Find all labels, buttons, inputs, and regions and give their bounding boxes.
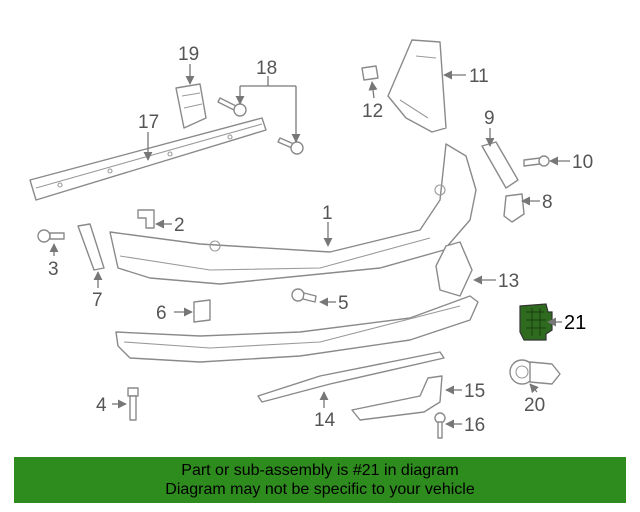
nut-part-12 xyxy=(361,65,379,81)
splash-shield-part xyxy=(387,39,447,133)
clip-part-16 xyxy=(434,412,446,439)
callout-6: 6 xyxy=(156,303,167,324)
callout-20: 20 xyxy=(524,395,545,416)
parts-diagram: 1 2 3 4 5 6 7 8 9 10 11 12 13 14 15 16 1… xyxy=(29,39,593,439)
leader-lines xyxy=(49,64,570,429)
side-bracket-part-9 xyxy=(481,141,519,189)
sensor-bracket-part-21 xyxy=(519,303,553,341)
bolt-part-10 xyxy=(523,155,550,167)
callout-4: 4 xyxy=(96,395,107,416)
bolt-part-3 xyxy=(37,229,65,243)
upper-bracket-part xyxy=(175,83,207,129)
callout-7: 7 xyxy=(92,290,103,311)
callout-19: 19 xyxy=(178,44,199,65)
callout-5: 5 xyxy=(338,293,349,314)
bolt-part-18b xyxy=(277,137,304,155)
parking-sensor-part-20 xyxy=(509,359,561,385)
callout-10: 10 xyxy=(572,152,593,173)
callout-18: 18 xyxy=(256,58,277,79)
callout-17: 17 xyxy=(138,112,159,133)
bumper-cover-part-1 xyxy=(109,143,477,285)
panel-part-15 xyxy=(351,375,443,421)
info-banner: Part or sub-assembly is #21 in diagram D… xyxy=(14,457,626,503)
lower-panel-part-14 xyxy=(257,351,445,403)
callout-1: 1 xyxy=(322,203,333,224)
callout-3: 3 xyxy=(48,259,59,280)
bolt-part-5 xyxy=(291,288,317,303)
callout-11: 11 xyxy=(469,66,489,87)
bolt-part-18a xyxy=(217,97,247,117)
callout-2: 2 xyxy=(174,215,185,236)
bracket-part-8 xyxy=(503,193,525,223)
callout-9: 9 xyxy=(484,108,495,129)
clip-part-2 xyxy=(137,209,155,229)
callout-13: 13 xyxy=(498,271,519,292)
banner-line-1: Part or sub-assembly is #21 in diagram xyxy=(181,462,459,479)
callout-8: 8 xyxy=(542,192,553,213)
callout-labels: 1 2 3 4 5 6 7 8 9 10 11 12 13 14 15 16 1… xyxy=(48,44,593,436)
energy-absorber-part-13 xyxy=(435,241,473,297)
lower-molding-part xyxy=(115,295,479,363)
bolt-part-4 xyxy=(127,387,139,421)
callout-14: 14 xyxy=(314,410,336,431)
bracket-part-6 xyxy=(193,299,211,323)
callout-12: 12 xyxy=(362,101,383,122)
banner-line-2: Diagram may not be specific to your vehi… xyxy=(165,481,475,498)
reflector-part-7 xyxy=(77,223,105,271)
callout-16: 16 xyxy=(464,415,485,436)
callout-21: 21 xyxy=(564,312,586,334)
callout-15: 15 xyxy=(464,381,485,402)
